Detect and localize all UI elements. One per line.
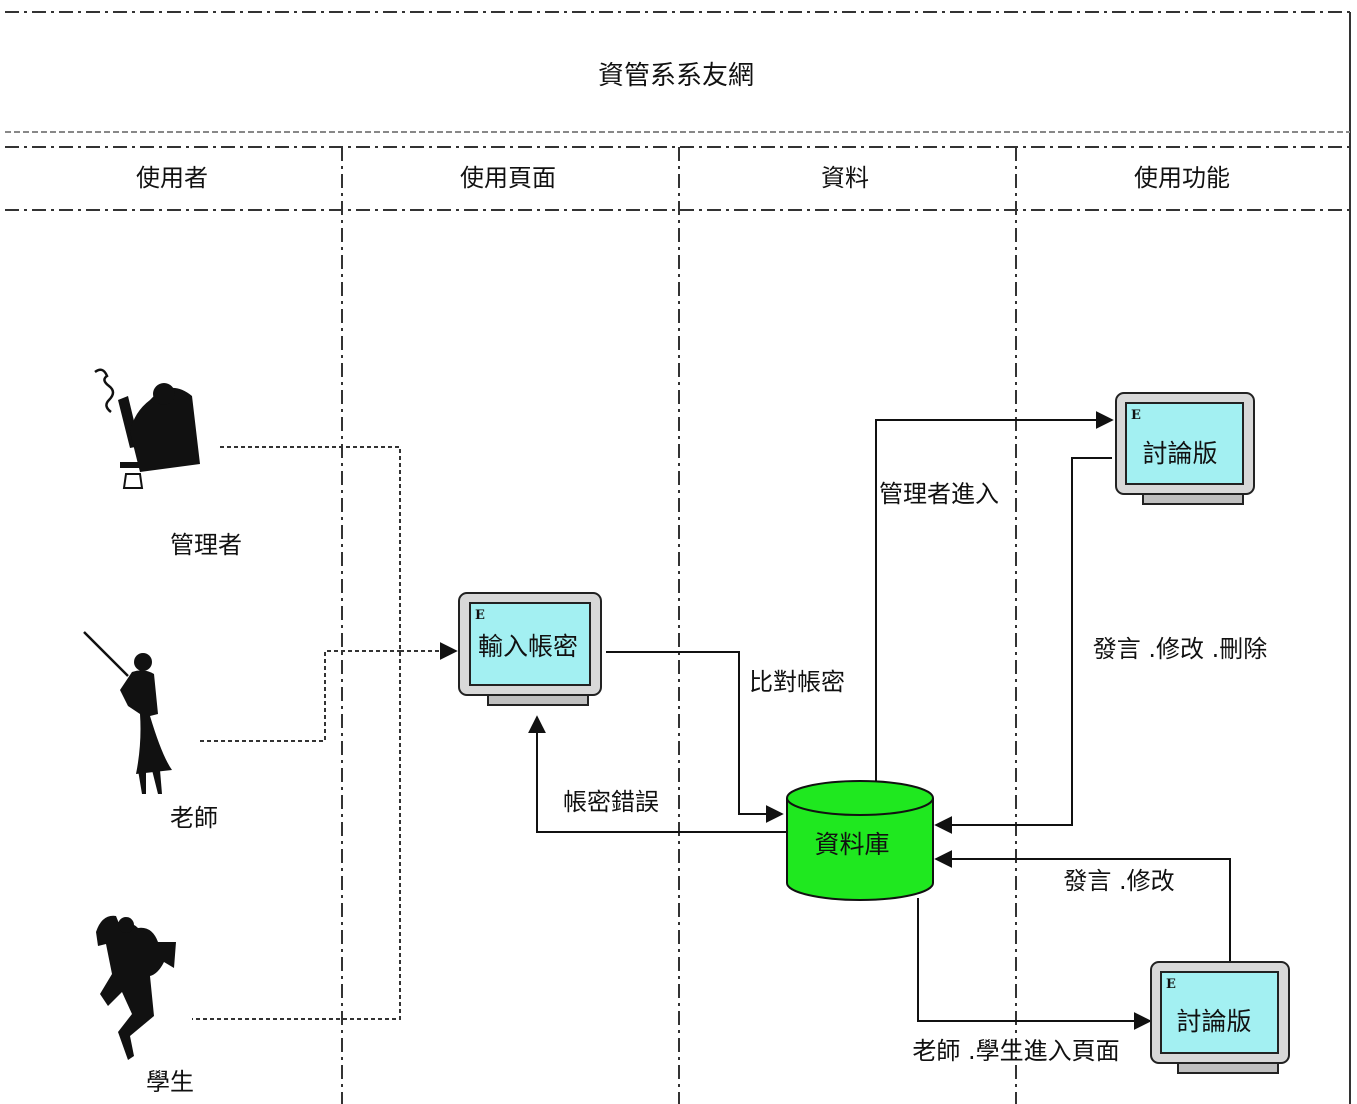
lane-header-pages: 使用頁面 xyxy=(460,164,556,192)
forum-user-screen-icon: E xyxy=(1150,961,1290,1074)
edge-admin-enter-label: 管理者進入 xyxy=(879,480,999,508)
edge-compare-label: 比對帳密 xyxy=(749,668,845,696)
forum-admin-screen-label: 討論版 xyxy=(1142,439,1217,468)
login-screen-label: 輸入帳密 xyxy=(478,632,578,661)
forum-admin-screen-icon: E xyxy=(1115,392,1255,505)
actor-admin-label: 管理者 xyxy=(170,531,242,559)
svg-text:E: E xyxy=(1166,977,1176,992)
svg-text:E: E xyxy=(475,608,485,623)
diagram-title: 資管系系友網 xyxy=(598,61,754,91)
arrow-admin-enter xyxy=(875,411,1114,782)
edge-admin-ops-label: 發言 .修改 .刪除 xyxy=(1093,635,1268,663)
database-label: 資料庫 xyxy=(814,830,889,859)
arrow-compare xyxy=(606,651,784,823)
teacher-figure-icon xyxy=(83,631,172,794)
lane-header-data: 資料 xyxy=(821,164,869,192)
arrow-user-enter xyxy=(917,898,1152,1030)
actor-student-label: 學生 xyxy=(146,1068,194,1096)
flow-arrows xyxy=(528,411,1231,1030)
edge-user-ops-label: 發言 .修改 xyxy=(1063,867,1174,895)
actor-connectors xyxy=(192,446,401,1020)
arrow-admin-ops xyxy=(934,457,1112,834)
lane-header-users: 使用者 xyxy=(136,164,208,192)
student-figure-icon xyxy=(96,915,176,1060)
edge-user-enter-label: 老師 .學生進入頁面 xyxy=(912,1037,1119,1065)
forum-user-screen-label: 討論版 xyxy=(1176,1007,1251,1036)
actor-teacher-label: 老師 xyxy=(170,804,218,832)
frame xyxy=(5,11,1351,1104)
database-cylinder-icon xyxy=(786,780,934,901)
edge-error-label: 帳密錯誤 xyxy=(563,788,659,816)
lane-header-functions: 使用功能 xyxy=(1134,164,1230,192)
arrow-user-ops xyxy=(934,850,1231,965)
login-screen-icon: E xyxy=(458,592,602,706)
svg-text:E: E xyxy=(1131,408,1141,423)
arrow-error xyxy=(528,715,786,833)
admin-figure-icon xyxy=(94,368,200,489)
